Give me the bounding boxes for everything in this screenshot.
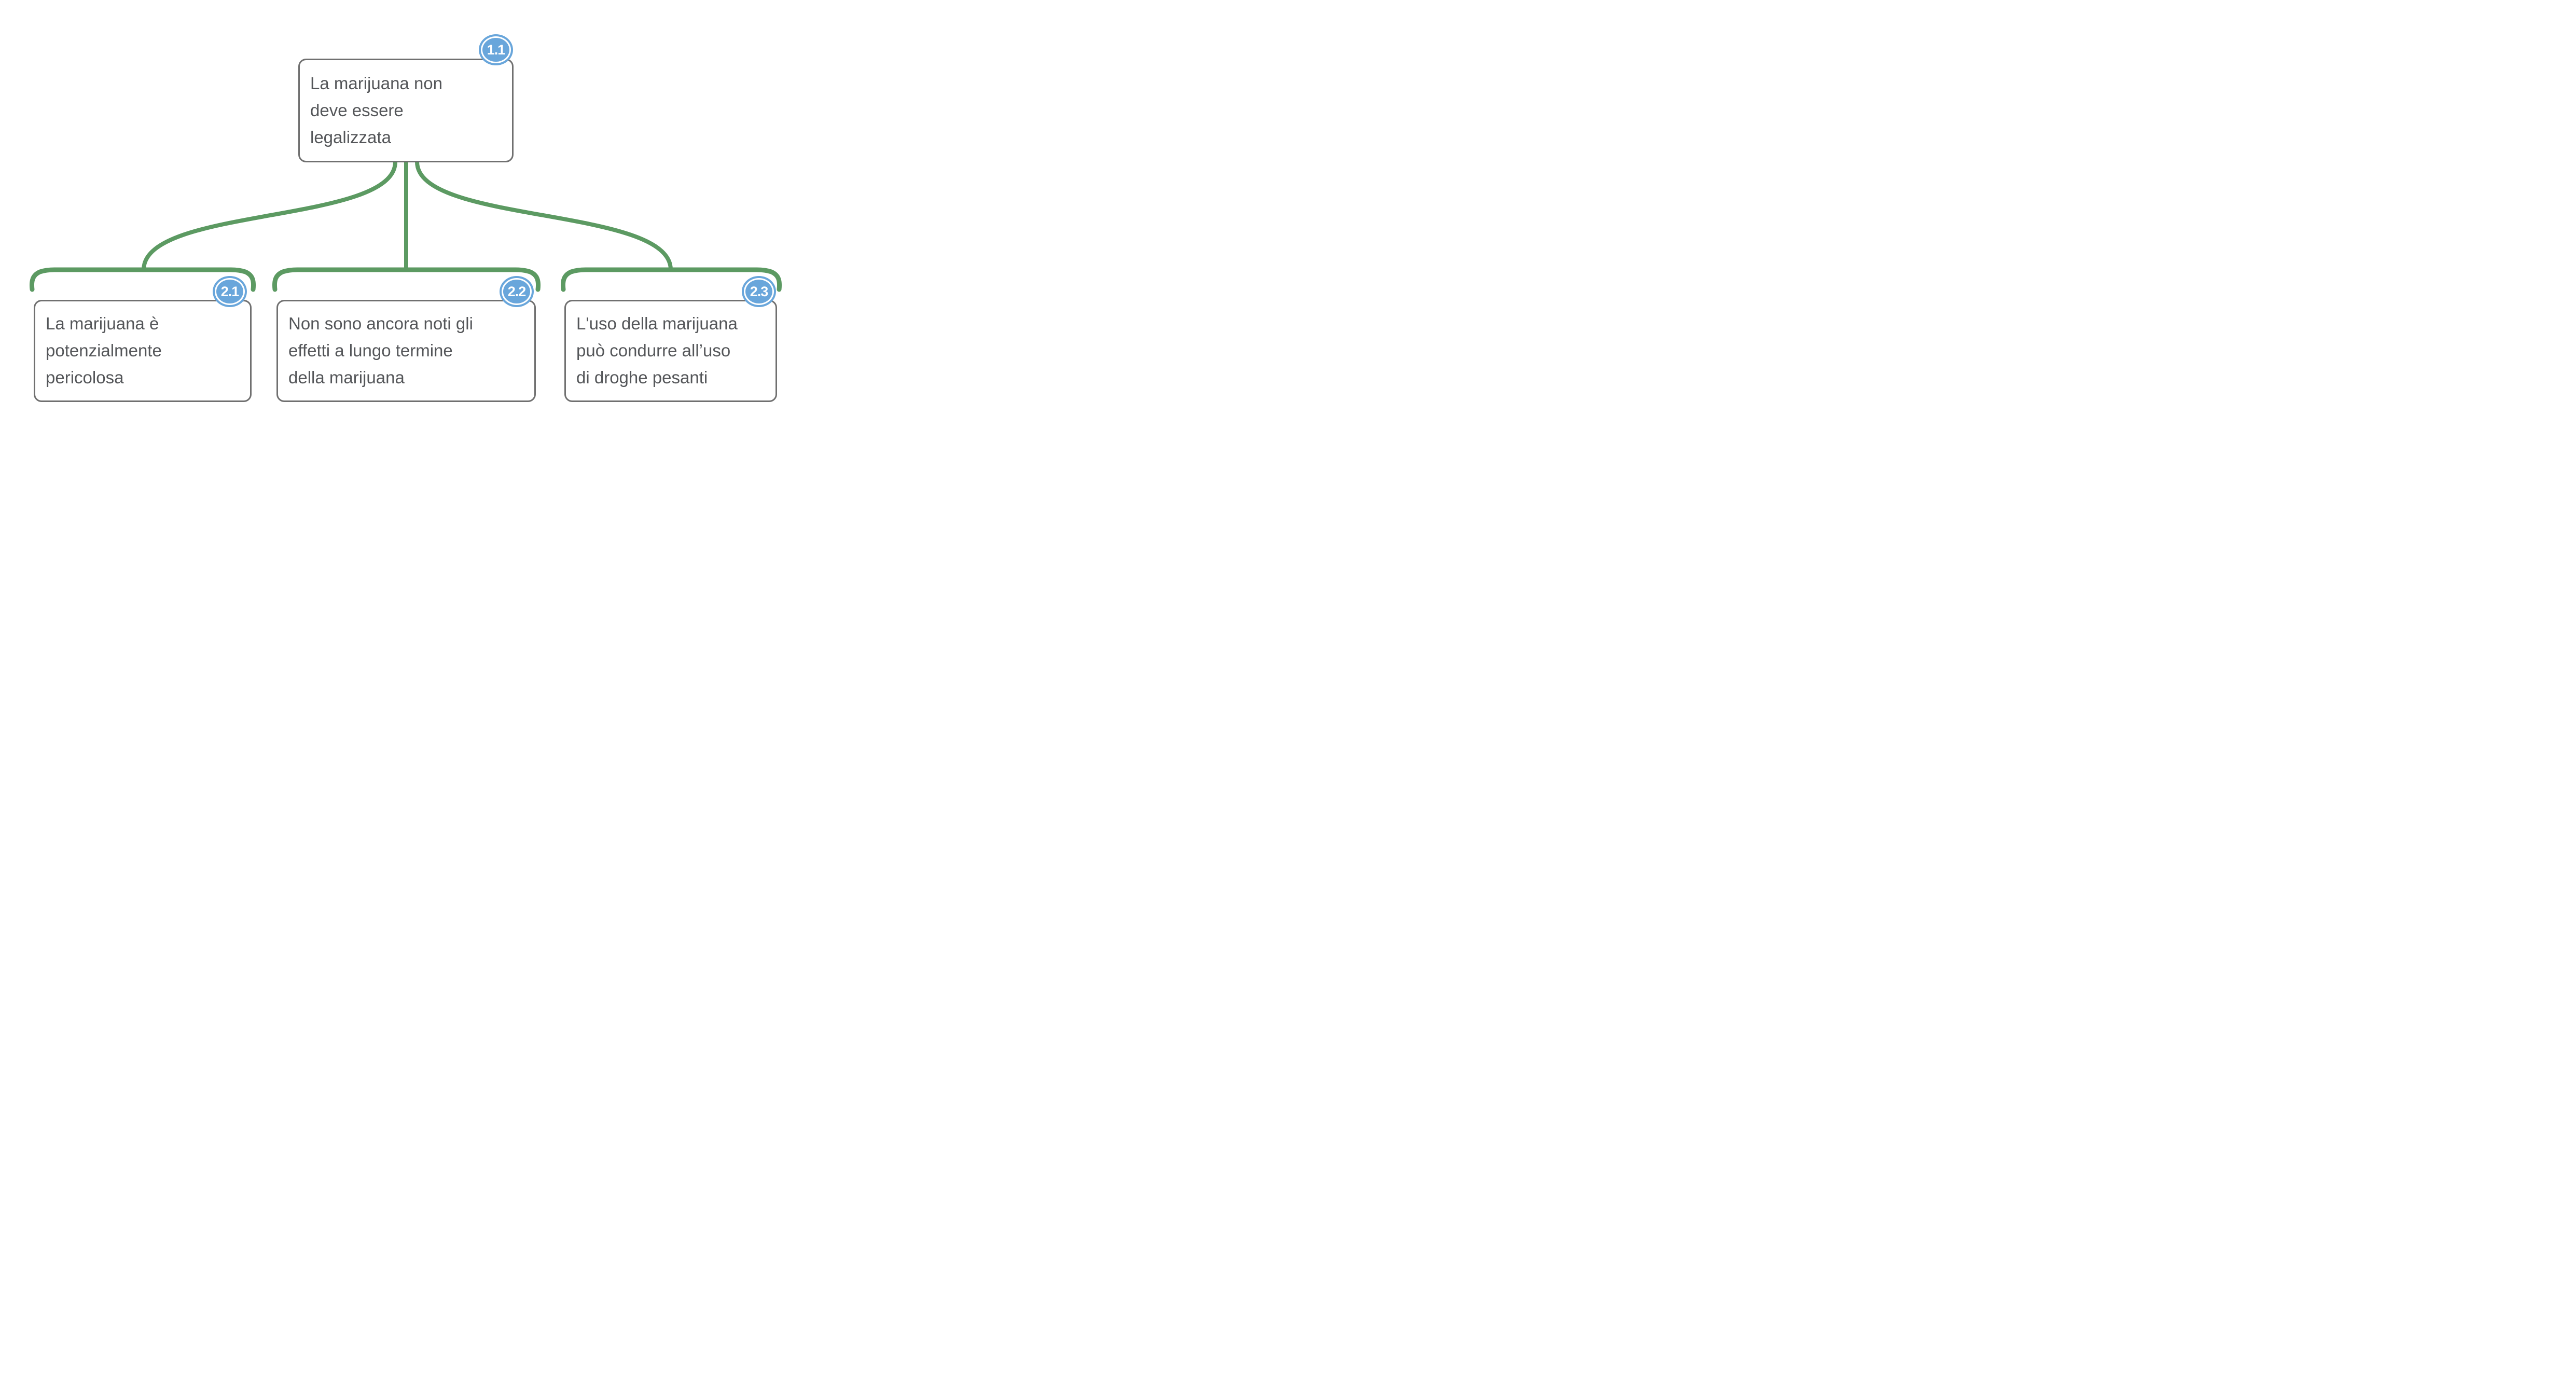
badge-label-2-3: 2.3 — [750, 283, 769, 299]
edge-root-to-2-3 — [415, 160, 673, 272]
bracket-2-3 — [560, 267, 782, 292]
node-1-1-text-line: La marijuana non — [310, 74, 443, 93]
node-box-2-3[interactable]: L'uso della marijuana può condurre all’u… — [564, 300, 777, 402]
node-badge-2-3[interactable]: 2.3 — [742, 276, 776, 307]
node-badge-2-1[interactable]: 2.1 — [213, 276, 247, 307]
badge-label-1-1: 1.1 — [487, 42, 506, 58]
node-2-2-text-line: della marijuana — [288, 368, 405, 387]
node-badge-1-1[interactable]: 1.1 — [479, 34, 513, 65]
node-box-2-1[interactable]: La marijuana è potenzialmente pericolosa — [34, 300, 252, 402]
badge-ring-icon — [215, 278, 245, 305]
node-1-1-text-line: legalizzata — [310, 128, 391, 147]
badge-label-2-2: 2.2 — [507, 283, 527, 299]
node-box-1-1[interactable]: La marijuana non deve essere legalizzata — [298, 59, 514, 162]
node-2-1-text-line: potenzialmente — [46, 341, 162, 360]
node-2-1-text-line: pericolosa — [46, 368, 124, 387]
node-2-1-text-line: La marijuana è — [46, 314, 159, 333]
badge-ring-icon — [744, 278, 774, 305]
argument-map-canvas: La marijuana non deve essere legalizzata… — [0, 0, 801, 430]
badge-ring-icon — [502, 278, 532, 305]
node-2-3-text-line: L'uso della marijuana — [576, 314, 738, 333]
node-2-3-text-line: di droghe pesanti — [576, 368, 708, 387]
connector-edges — [29, 160, 782, 292]
edge-root-to-2-1 — [142, 160, 397, 272]
badge-label-2-1: 2.1 — [220, 283, 240, 299]
node-1-1-text-line: deve essere — [310, 101, 404, 120]
node-box-2-2[interactable]: Non sono ancora noti gli effetti a lungo… — [276, 300, 536, 402]
node-2-2-text-line: effetti a lungo termine — [288, 341, 453, 360]
node-2-2-text-line: Non sono ancora noti gli — [288, 314, 473, 333]
node-2-3-text-line: può condurre all’uso — [576, 341, 731, 360]
badge-ring-icon — [481, 36, 511, 63]
bracket-2-2 — [272, 267, 541, 292]
bracket-2-1 — [29, 267, 256, 292]
node-badge-2-2[interactable]: 2.2 — [500, 276, 534, 307]
